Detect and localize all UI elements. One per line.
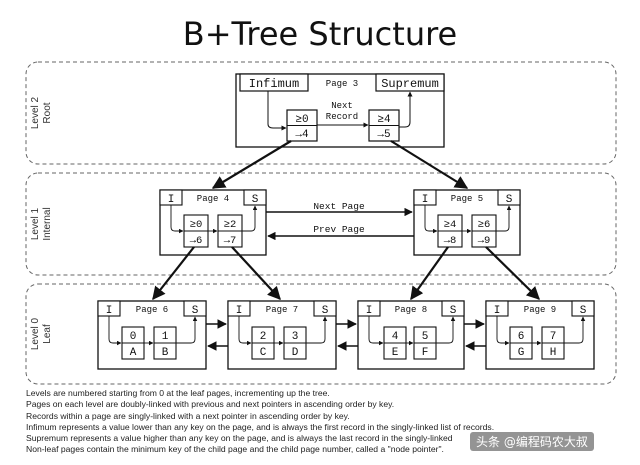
page7-title: Page 7	[266, 305, 298, 315]
page5-link-inf	[424, 205, 438, 234]
page6-record-2-key: 1	[162, 331, 169, 343]
root-supremum-record	[375, 73, 445, 92]
leaf-page-9: I Page 9 S 6 G 7 H	[485, 300, 595, 370]
page8-infimum-label: I	[366, 305, 373, 317]
root-page-title: Page 3	[326, 79, 358, 89]
page6-record-1-val: A	[130, 347, 137, 359]
note-1: Levels are numbered starting from 0 at t…	[26, 388, 330, 398]
page6-record-2-val: B	[162, 347, 169, 359]
page8-title: Page 8	[395, 305, 427, 315]
level-label-internal-1: Level 1	[30, 207, 41, 240]
page7-infimum-label: I	[236, 305, 243, 317]
page4-link-sup	[242, 205, 258, 232]
page5-supremum	[497, 189, 521, 206]
page5-record-2-key: ≥6	[478, 219, 491, 231]
page7-record-1-val: C	[260, 347, 267, 359]
root-link-infimum-to-record	[267, 91, 287, 131]
root-link-record-to-supremum	[399, 91, 413, 128]
root-next-record-label-2: Record	[326, 112, 358, 122]
level-band-root: Level 2 Root	[25, 61, 617, 165]
leaf-page-7: I Page 7 S 2 C 3 D	[227, 300, 337, 370]
page6-record-1-key: 0	[130, 331, 137, 343]
page6-supremum-label: S	[192, 305, 199, 317]
page9-record-2-key: 7	[550, 331, 557, 343]
page5-record-1-child: →8	[444, 235, 457, 247]
page5-infimum-label: I	[422, 194, 429, 206]
page5-supremum-label: S	[506, 194, 513, 206]
page4-link-inf	[170, 205, 184, 234]
note-2: Pages on each level are doubly-linked wi…	[26, 399, 395, 410]
page9-supremum-label: S	[580, 305, 587, 317]
watermark: 头条 @编程码农大叔	[470, 432, 594, 451]
page5-record-1-key: ≥4	[444, 219, 457, 231]
pointer-root-to-page5	[390, 140, 469, 189]
page4-supremum-label: S	[252, 194, 259, 206]
level-label-root-1: Level 2	[30, 96, 41, 129]
root-next-record-label-1: Next	[331, 101, 353, 111]
root-supremum-label: Supremum	[381, 77, 439, 91]
explanation-notes: Levels are numbered starting from 0 at t…	[26, 388, 626, 456]
note-5: Supremum represents a value higher than …	[26, 433, 453, 444]
page4-title: Page 4	[197, 194, 229, 204]
page5-title: Page 5	[451, 194, 483, 204]
page4-infimum-label: I	[168, 194, 175, 206]
root-page: Infimum Page 3 Supremum ≥0 →4 ≥4 →5 Next…	[235, 73, 445, 148]
pointer-page5-to-page8	[410, 246, 449, 301]
pointer-root-to-page4	[211, 140, 292, 189]
page4-record-1-key: ≥0	[190, 219, 203, 231]
page8-supremum-label: S	[450, 305, 457, 317]
leaf-page-8: I Page 8 S 4 E 5 F	[357, 300, 465, 370]
level-label-root-2: Root	[42, 102, 53, 123]
pointer-page5-to-page9	[485, 246, 540, 300]
page4-record-2-key: ≥2	[224, 219, 237, 231]
page8-record-2-val: F	[422, 347, 429, 359]
level-band-leaf: Level 0 Leaf	[25, 283, 617, 385]
level-band-internal: Level 1 Internal	[25, 172, 617, 276]
page4-record-1-child: →6	[190, 235, 203, 247]
internal-page-5: I Page 5 S ≥4 →8 ≥6 →9	[413, 189, 521, 256]
page4-supremum	[243, 189, 267, 206]
page9-infimum-label: I	[494, 305, 501, 317]
page6-title: Page 6	[136, 305, 168, 315]
note-4: Infimum represents a value lower than an…	[26, 421, 495, 432]
note-3: Records within a page are singly-linked …	[26, 410, 350, 421]
page4-record-2-child: →7	[224, 235, 237, 247]
pointer-page4-to-page7	[231, 246, 281, 300]
page9-record-1-key: 6	[518, 331, 525, 343]
internal-next-page-label: Next Page	[313, 201, 365, 212]
page8-record-1-key: 4	[392, 331, 399, 343]
page7-record-2-val: D	[292, 347, 299, 359]
level-label-leaf-2: Leaf	[42, 324, 53, 344]
root-record-2-key: ≥4	[377, 114, 391, 126]
pointer-page4-to-page6	[152, 246, 195, 301]
leaf-sibling-links	[206, 319, 486, 351]
diagram-title: B+Tree Structure	[183, 15, 457, 53]
level-label-internal-2: Internal	[42, 207, 53, 240]
page9-title: Page 9	[524, 305, 556, 315]
page5-record-2-child: →9	[478, 235, 491, 247]
page6-infimum-label: I	[106, 305, 113, 317]
page7-record-2-key: 3	[292, 331, 299, 343]
level-label-leaf-1: Level 0	[30, 317, 41, 350]
leaf-page-6: I Page 6 S 0 A 1 B	[97, 300, 207, 370]
root-record-1-child: →4	[295, 129, 309, 141]
page7-record-1-key: 2	[260, 331, 267, 343]
note-6: Non-leaf pages contain the minimum key o…	[26, 444, 444, 455]
root-infimum-label: Infimum	[249, 77, 299, 91]
page5-link-sup	[496, 205, 512, 232]
internal-page-4: I Page 4 S ≥0 →6 ≥2 →7	[159, 189, 267, 256]
root-record-2-child: →5	[377, 129, 390, 141]
root-record-1-key: ≥0	[295, 114, 308, 126]
page9-record-2-val: H	[550, 347, 557, 359]
root-infimum-record	[239, 73, 309, 92]
page7-supremum-label: S	[322, 305, 329, 317]
internal-prev-page-label: Prev Page	[313, 224, 365, 235]
page8-record-1-val: E	[392, 347, 399, 359]
page8-record-2-key: 5	[422, 331, 429, 343]
page9-record-1-val: G	[518, 347, 525, 359]
